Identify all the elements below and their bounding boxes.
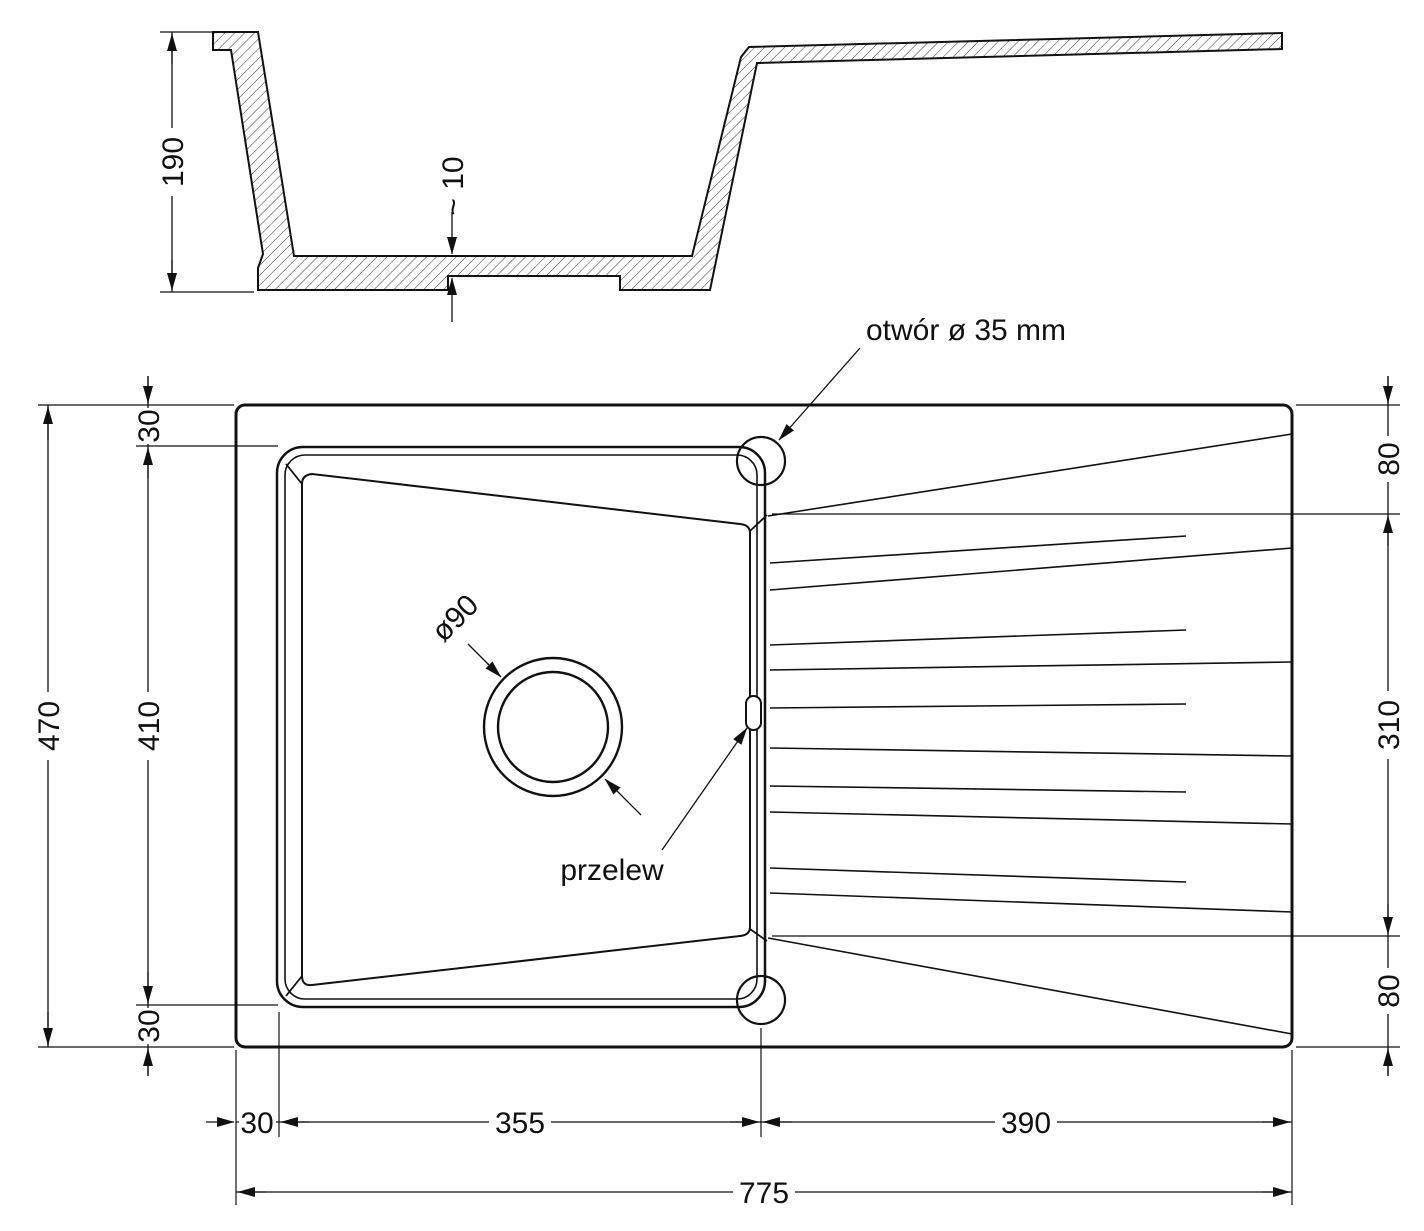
label-backing — [131, 692, 165, 760]
sink-section-body — [212, 31, 1283, 291]
drain-diameter-callout: ø90 — [425, 588, 642, 816]
label-backing — [131, 1008, 165, 1044]
dim-label-470: 470 — [33, 701, 66, 751]
label-backing — [489, 1105, 551, 1139]
sink-outer-edge — [234, 403, 1294, 1049]
leader-line — [661, 727, 748, 851]
dim-label-80-top: 80 — [1373, 442, 1406, 475]
tap-hole — [735, 435, 787, 487]
label-backing — [31, 692, 65, 760]
overflow-label: przelew — [560, 854, 664, 887]
corner-tick-top-left — [285, 463, 303, 485]
dim-label-30-top: 30 — [133, 409, 166, 442]
dim-label-355: 355 — [495, 1107, 545, 1140]
bowl-rim-inner — [284, 454, 758, 1000]
section-view — [212, 31, 1283, 291]
dim-label-190: 190 — [157, 137, 190, 187]
tap-hole-label: otwór ø 35 mm — [866, 314, 1066, 347]
groove-line — [769, 747, 1293, 757]
label-backing — [995, 1105, 1057, 1139]
dim-bottom: 30 355 390 775 — [206, 1012, 1293, 1210]
dim-depth-190: 190 — [155, 31, 254, 293]
leader-line — [467, 643, 502, 678]
leader-line — [604, 778, 642, 816]
groove-line — [769, 892, 1293, 913]
dim-label-30-left: 30 — [240, 1107, 273, 1140]
bottom-hole — [735, 974, 787, 1026]
groove-line — [767, 433, 1293, 517]
leader-line — [778, 347, 861, 441]
groove-line — [769, 785, 1187, 793]
dim-label-10: ~ 10 — [437, 156, 470, 215]
plan-view — [234, 403, 1294, 1049]
label-backing — [733, 1175, 795, 1209]
bowl-floor — [301, 472, 751, 987]
dim-left-side: 470 30 410 30 — [31, 376, 278, 1076]
dim-label-310: 310 — [1373, 700, 1406, 750]
groove-line — [769, 703, 1187, 709]
tap-hole-callout: otwór ø 35 mm — [778, 314, 1066, 441]
label-backing — [1371, 968, 1405, 1014]
label-backing — [155, 128, 189, 196]
dim-thickness-10: ~ 10 — [437, 156, 470, 322]
dim-label-30-bottom: 30 — [133, 1009, 166, 1042]
groove-line — [767, 937, 1293, 1035]
corner-tick-top-right — [749, 514, 768, 532]
groove-line — [769, 811, 1293, 825]
corner-tick-bottom-right — [749, 928, 768, 942]
drain-diameter-label: ø90 — [425, 588, 485, 648]
groove-line — [769, 629, 1187, 646]
label-backing — [239, 1105, 276, 1139]
dim-label-390: 390 — [1001, 1107, 1051, 1140]
label-backing — [131, 408, 165, 444]
groove-line — [769, 535, 1187, 564]
groove-line — [769, 547, 1293, 591]
overflow-opening — [745, 695, 762, 731]
overflow-callout: przelew — [560, 727, 748, 887]
groove-line — [769, 867, 1187, 883]
groove-line — [769, 661, 1293, 671]
corner-tick-bottom-left — [285, 975, 303, 997]
drain-outer-circle — [482, 656, 624, 798]
dim-label-410: 410 — [133, 701, 166, 751]
dim-label-80-bottom: 80 — [1373, 974, 1406, 1007]
bowl-rim-outer — [275, 445, 767, 1009]
drainer-grooves — [767, 433, 1293, 1035]
dim-right-side: 80 310 80 — [772, 376, 1406, 1076]
label-backing — [1371, 691, 1405, 759]
dim-label-775: 775 — [739, 1177, 789, 1210]
label-backing — [1371, 436, 1405, 482]
drain-inner-circle — [496, 670, 610, 784]
